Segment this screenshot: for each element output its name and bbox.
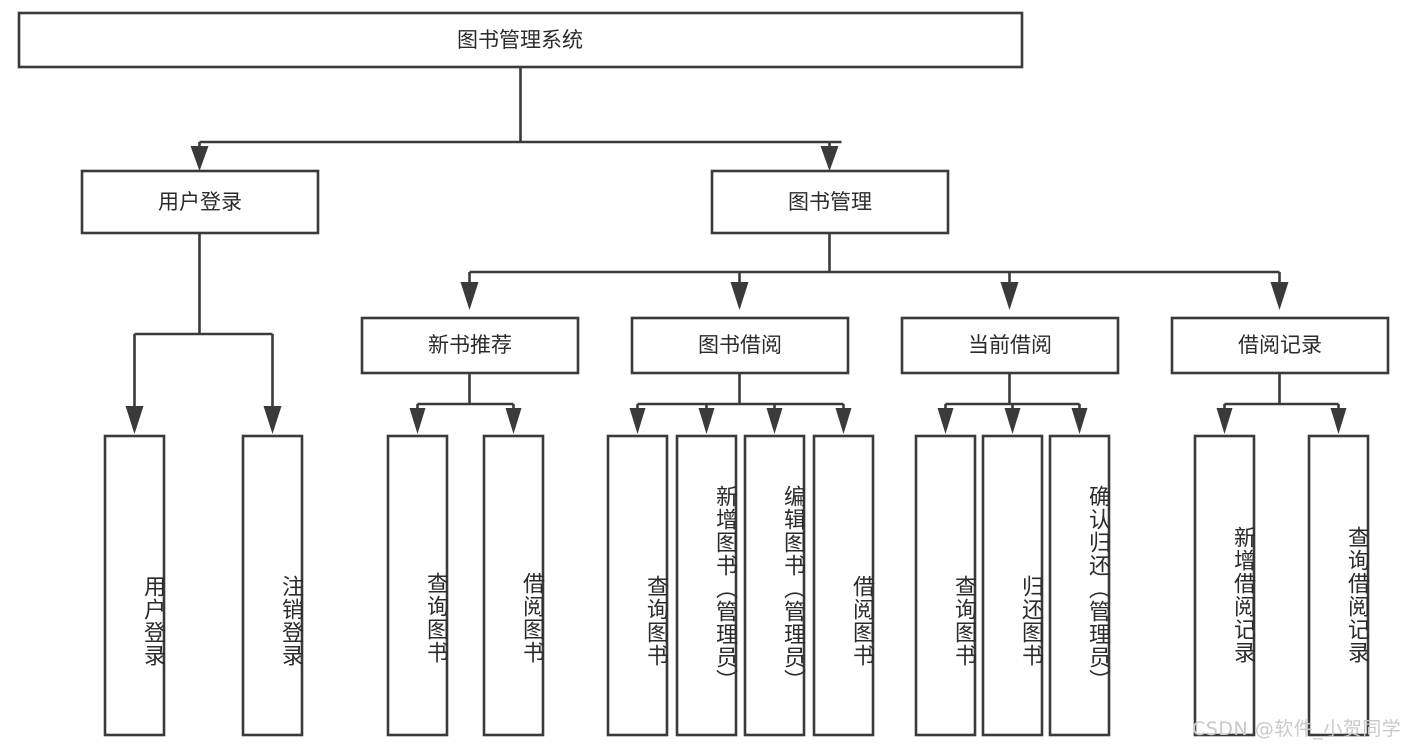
node-leaf-edit-book-box[interactable] bbox=[743, 434, 806, 737]
node-leaf-query-book-2-box[interactable] bbox=[606, 434, 669, 737]
node-book-manage[interactable]: 图书管理 bbox=[710, 169, 950, 235]
node-leaf-query-book-1-label: 查询图书 bbox=[423, 571, 448, 664]
node-leaf-add-record-label: 新增借阅记录 bbox=[1230, 526, 1255, 664]
edge-group-new-book-recommend bbox=[409, 373, 522, 434]
node-new-book-recommend-box[interactable] bbox=[360, 316, 580, 375]
node-leaf-edit-book-label: 编辑图书（管理员） bbox=[780, 484, 805, 692]
node-book-borrow[interactable]: 图书借阅 bbox=[630, 316, 850, 375]
arrowhead-leaf-query-book-3 bbox=[937, 408, 954, 434]
csdn-watermark: CSDN @软件_小贺同学 bbox=[1192, 718, 1402, 740]
node-leaf-query-book-1-box[interactable] bbox=[386, 434, 449, 737]
node-current-borrow-label: 当前借阅 bbox=[968, 333, 1052, 357]
node-leaf-query-book-3-label: 查询图书 bbox=[951, 574, 976, 667]
node-borrow-record[interactable]: 借阅记录 bbox=[1170, 316, 1390, 375]
node-leaf-confirm-return-box[interactable] bbox=[1048, 434, 1111, 737]
node-leaf-return-book-label: 归还图书 bbox=[1018, 574, 1043, 667]
node-root-box[interactable] bbox=[17, 11, 1024, 69]
node-leaf-borrow-book-1-box[interactable] bbox=[482, 434, 545, 737]
arrowhead-leaf-query-record bbox=[1330, 408, 1347, 434]
arrowhead-leaf-query-book-2 bbox=[629, 408, 646, 434]
node-leaf-add-record-box[interactable] bbox=[1193, 434, 1256, 737]
leaf-boxes bbox=[103, 434, 1370, 737]
node-leaf-user-login-box[interactable] bbox=[103, 434, 166, 737]
node-leaf-user-login-label: 用户登录 bbox=[140, 574, 165, 667]
arrowhead-leaf-edit-book bbox=[766, 408, 783, 434]
arrowhead-leaf-borrow-book-2 bbox=[835, 408, 852, 434]
node-book-manage-box[interactable] bbox=[710, 169, 950, 235]
node-book-borrow-label: 图书借阅 bbox=[698, 333, 782, 357]
edge-group-book-borrow bbox=[629, 373, 852, 434]
node-current-borrow-box[interactable] bbox=[900, 316, 1120, 375]
node-root-label: 图书管理系统 bbox=[457, 28, 583, 52]
arrowhead-leaf-return-book bbox=[1004, 408, 1021, 434]
edge-group-root bbox=[190, 67, 842, 171]
arrowhead-leaf-confirm-return bbox=[1071, 408, 1088, 434]
node-leaf-query-book-3-box[interactable] bbox=[914, 434, 977, 737]
arrowhead-leaf-logout bbox=[263, 406, 282, 434]
node-leaf-query-book-2-label: 查询图书 bbox=[643, 574, 668, 667]
node-user-login-label: 用户登录 bbox=[158, 190, 242, 214]
node-book-manage-label: 图书管理 bbox=[788, 190, 872, 214]
arrowhead-borrow-record bbox=[1270, 282, 1289, 310]
arrowhead-user-login bbox=[190, 146, 209, 171]
node-leaf-borrow-book-2-label: 借阅图书 bbox=[849, 574, 874, 667]
edge-group-user-login bbox=[125, 233, 282, 434]
arrowhead-new-book-recommend bbox=[460, 282, 479, 310]
node-user-login[interactable]: 用户登录 bbox=[80, 169, 320, 235]
arrowhead-leaf-query-book-1 bbox=[409, 408, 426, 434]
arrowhead-leaf-add-record bbox=[1216, 408, 1233, 434]
node-leaf-add-book-label: 新增图书（管理员） bbox=[712, 484, 737, 692]
node-root[interactable]: 图书管理系统 bbox=[17, 11, 1024, 69]
node-leaf-borrow-book-1-label: 借阅图书 bbox=[519, 571, 544, 664]
arrowhead-leaf-borrow-book-1 bbox=[505, 408, 522, 434]
arrowhead-book-manage bbox=[820, 146, 839, 171]
node-leaf-logout-box[interactable] bbox=[241, 434, 304, 737]
node-leaf-query-record-label: 查询借阅记录 bbox=[1344, 526, 1369, 664]
node-leaf-logout-label: 注销登录 bbox=[278, 574, 303, 667]
node-leaf-add-book-box[interactable] bbox=[675, 434, 738, 737]
arrowhead-book-borrow bbox=[730, 282, 749, 310]
node-new-book-recommend-label: 新书推荐 bbox=[428, 333, 512, 357]
edge-group-current-borrow bbox=[937, 373, 1088, 434]
node-leaf-confirm-return-label: 确认归还（管理员） bbox=[1085, 484, 1110, 692]
node-leaf-borrow-book-2-box[interactable] bbox=[812, 434, 875, 737]
edge-group-book-manage bbox=[460, 233, 1289, 310]
node-borrow-record-box[interactable] bbox=[1170, 316, 1390, 375]
node-book-borrow-box[interactable] bbox=[630, 316, 850, 375]
node-leaf-return-book-box[interactable] bbox=[981, 434, 1044, 737]
node-borrow-record-label: 借阅记录 bbox=[1238, 333, 1322, 357]
arrowhead-leaf-add-book bbox=[698, 408, 715, 434]
node-leaf-query-record-box[interactable] bbox=[1307, 434, 1370, 737]
edge-group-borrow-record bbox=[1216, 373, 1347, 434]
node-new-book-recommend[interactable]: 新书推荐 bbox=[360, 316, 580, 375]
arrowhead-leaf-user-login bbox=[125, 406, 144, 434]
node-current-borrow[interactable]: 当前借阅 bbox=[900, 316, 1120, 375]
node-user-login-box[interactable] bbox=[80, 169, 320, 235]
arrowhead-current-borrow bbox=[1000, 282, 1019, 310]
